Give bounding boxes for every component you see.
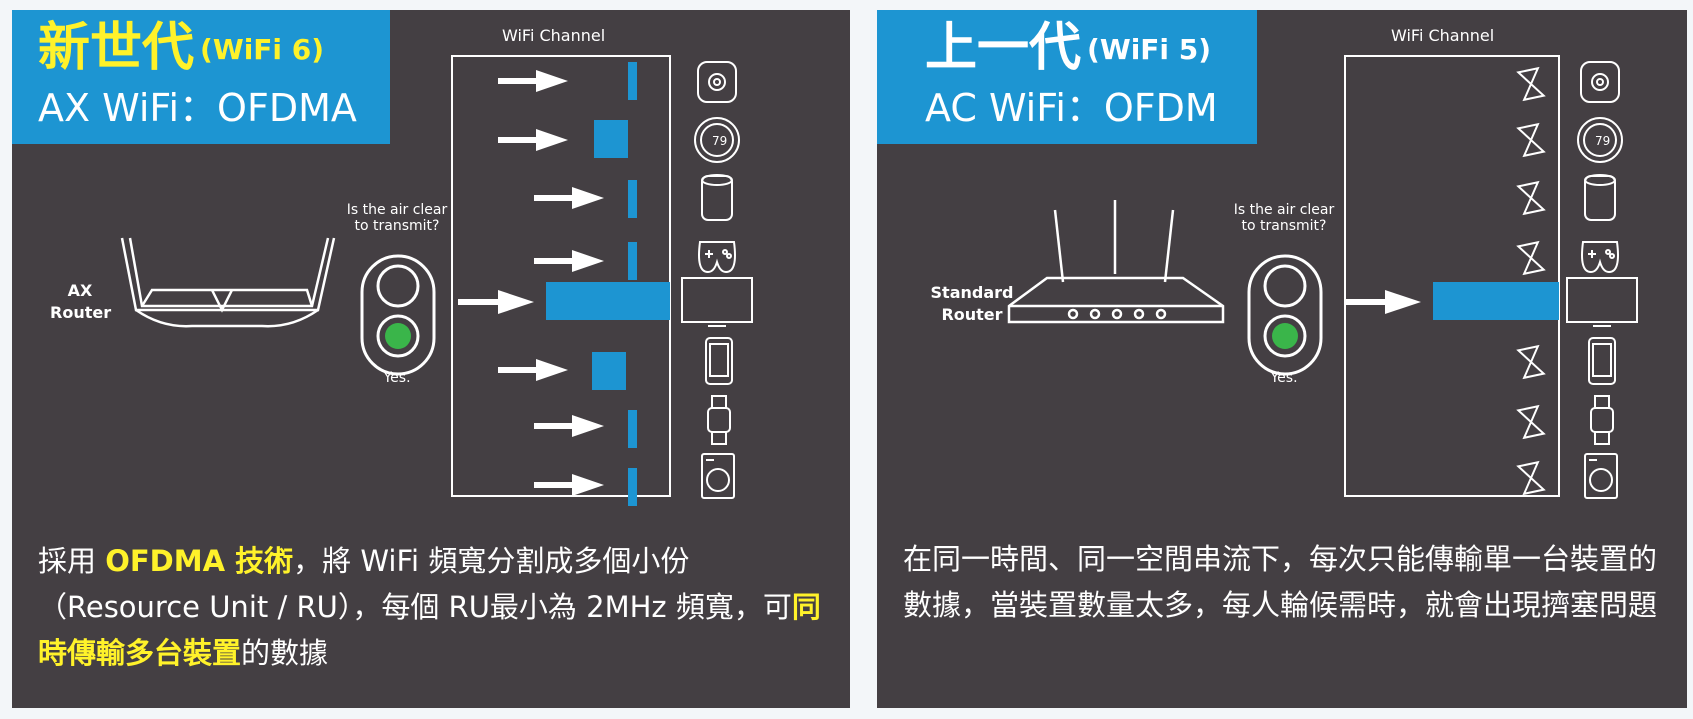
- ru-1: [628, 62, 637, 100]
- desc-part-1: 採用: [38, 544, 105, 578]
- tv-icon: [1567, 278, 1637, 326]
- ax-wifi-panel: 新世代(WiFi 6) AX WiFi：OFDMA AX Router Is t…: [12, 10, 850, 708]
- hourglasses: [1518, 68, 1543, 494]
- ru-3: [628, 180, 637, 218]
- ru-main: [1433, 282, 1559, 320]
- arrow-7: [534, 474, 604, 496]
- ofdma-diagram: 79: [12, 10, 850, 510]
- traffic-light-icon: [1249, 256, 1321, 374]
- watch-icon: [1591, 396, 1613, 444]
- washer-icon: [702, 454, 734, 498]
- arrow-6: [534, 415, 604, 437]
- description: 在同一時間、同一空間串流下，每次只能傳輸單一台裝置的數據，當裝置數量太多，每人輪…: [903, 536, 1673, 628]
- phone-icon: [706, 338, 732, 384]
- ac-wifi-panel: 上一代(WiFi 5) AC WiFi：OFDM Standard Router…: [877, 10, 1687, 708]
- devices: 79: [1567, 62, 1637, 498]
- arrow-main: [458, 290, 534, 314]
- ru-7: [628, 468, 637, 506]
- camera-icon: [1581, 62, 1619, 102]
- desc-part-3: 的數據: [241, 636, 328, 670]
- desc-highlight-ofdma: OFDMA 技術: [105, 544, 293, 578]
- ru-5: [592, 352, 626, 390]
- hourglass-icon: [1518, 242, 1543, 274]
- traffic-light-icon: [362, 256, 434, 374]
- speaker-icon: [1585, 175, 1615, 220]
- washer-icon: [1585, 454, 1617, 498]
- gamepad-icon: [1582, 242, 1618, 272]
- thermostat-icon: 79: [1578, 118, 1622, 162]
- gamepad-icon: [699, 242, 735, 272]
- ru-4: [628, 242, 637, 280]
- arrow-1: [498, 70, 568, 92]
- arrow-5: [498, 359, 568, 381]
- arrow-2: [498, 129, 568, 151]
- hourglass-icon: [1518, 462, 1543, 494]
- channel-box: [452, 56, 670, 496]
- ru-main: [546, 282, 670, 320]
- thermostat-value: 79: [1595, 134, 1610, 148]
- standard-router-icon: [1009, 200, 1223, 322]
- devices: 79: [682, 62, 752, 498]
- hourglass-icon: [1518, 68, 1543, 100]
- ru-6: [628, 410, 637, 448]
- hourglass-icon: [1518, 406, 1543, 438]
- arrow-4: [534, 250, 604, 272]
- speaker-icon: [702, 175, 732, 220]
- arrow-main: [1345, 290, 1421, 314]
- ofdm-diagram: 79: [877, 10, 1687, 510]
- resource-units: [546, 62, 670, 506]
- arrow-3: [534, 187, 604, 209]
- camera-icon: [698, 62, 736, 102]
- hourglass-icon: [1518, 346, 1543, 378]
- hourglass-icon: [1518, 124, 1543, 156]
- watch-icon: [708, 396, 730, 444]
- description: 採用 OFDMA 技術，將 WiFi 頻寬分割成多個小份（Resource Un…: [38, 538, 828, 676]
- ru-2: [594, 120, 628, 158]
- hourglass-icon: [1518, 182, 1543, 214]
- ax-router-icon: [122, 238, 334, 326]
- phone-icon: [1589, 338, 1615, 384]
- thermostat-icon: 79: [695, 118, 739, 162]
- thermostat-value: 79: [712, 134, 727, 148]
- tv-icon: [682, 278, 752, 326]
